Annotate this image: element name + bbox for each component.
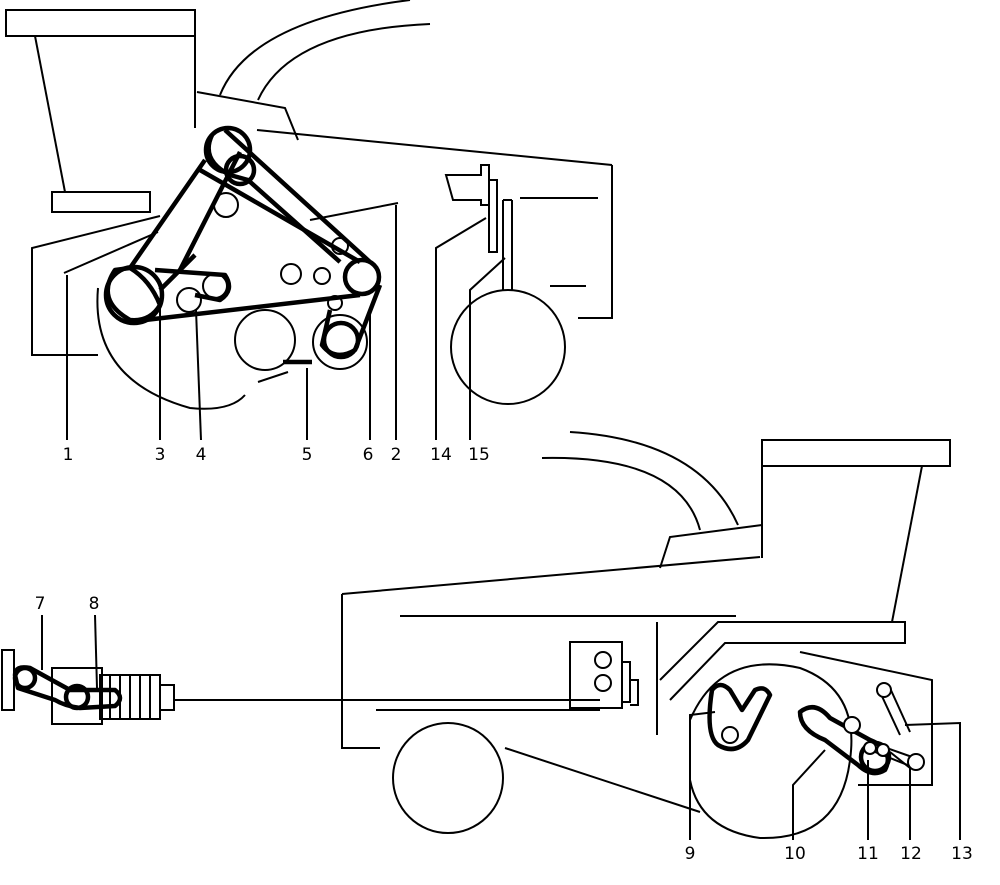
engine-drive <box>1 614 600 725</box>
callout-11: 11 <box>857 844 879 864</box>
callout-4: 4 <box>196 445 207 465</box>
top-leader-lines <box>66 205 506 441</box>
callout-3: 3 <box>155 445 166 465</box>
callout-14: 14 <box>430 445 452 465</box>
callout-7: 7 <box>35 594 46 614</box>
bottom-machine-outline <box>341 431 951 840</box>
callout-5: 5 <box>302 445 313 465</box>
callout-15: 15 <box>468 445 490 465</box>
callout-6: 6 <box>363 445 374 465</box>
top-machine-outline <box>5 0 613 410</box>
callout-2: 2 <box>391 445 402 465</box>
top-belts <box>103 125 383 371</box>
callout-1: 1 <box>63 445 74 465</box>
callout-10: 10 <box>784 844 806 864</box>
callout-8: 8 <box>89 594 100 614</box>
callout-9: 9 <box>685 844 696 864</box>
callout-13: 13 <box>951 844 973 864</box>
callout-12: 12 <box>900 844 922 864</box>
callout-labels: 1 3 4 5 6 2 14 15 7 8 9 10 11 12 13 <box>35 445 973 864</box>
bottom-leader-lines <box>689 711 961 840</box>
